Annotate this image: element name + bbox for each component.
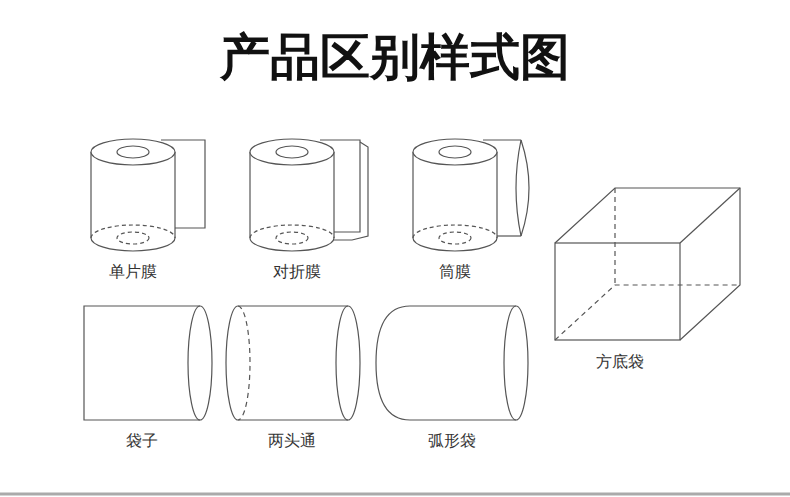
product-label: 两头通 bbox=[268, 431, 316, 452]
roll-stroke bbox=[334, 142, 368, 240]
roll-stroke bbox=[333, 152, 334, 238]
roll-stroke bbox=[91, 139, 175, 165]
roll-stroke bbox=[91, 238, 175, 251]
roll-stroke bbox=[276, 232, 308, 244]
roll-stroke bbox=[250, 225, 334, 238]
roll-stroke bbox=[250, 139, 334, 165]
roll-stroke bbox=[439, 146, 471, 158]
product-label: 袋子 bbox=[126, 431, 158, 452]
square-bottom-bag bbox=[555, 188, 740, 340]
page-title: 产品区别样式图 bbox=[220, 24, 570, 91]
roll-stroke bbox=[174, 152, 175, 238]
product-label: 方底袋 bbox=[596, 352, 644, 373]
curved-bag bbox=[376, 306, 528, 420]
product-label: 单片膜 bbox=[109, 262, 157, 283]
roll-stroke bbox=[413, 152, 497, 251]
roll-stroke bbox=[413, 238, 497, 251]
roll-stroke bbox=[483, 139, 521, 140]
roll-figures bbox=[91, 139, 529, 251]
roll-stroke bbox=[117, 146, 149, 158]
roll-stroke bbox=[250, 238, 334, 251]
product-label: 筒膜 bbox=[439, 262, 471, 283]
flat-bag bbox=[84, 306, 212, 420]
roll-stroke bbox=[497, 235, 521, 236]
bottom-rule bbox=[0, 493, 790, 496]
roll-stroke bbox=[249, 152, 250, 238]
roll-stroke bbox=[276, 146, 308, 158]
product-label: 弧形袋 bbox=[428, 431, 476, 452]
roll-stroke bbox=[250, 152, 334, 251]
roll-stroke bbox=[413, 225, 497, 238]
roll-stroke bbox=[413, 139, 497, 165]
roll-stroke bbox=[516, 140, 521, 236]
roll-stroke bbox=[91, 152, 175, 251]
roll-stroke bbox=[90, 152, 91, 238]
roll-stroke bbox=[439, 232, 471, 244]
roll-stroke bbox=[521, 140, 529, 236]
roll-stroke bbox=[117, 232, 149, 244]
product-label: 对折膜 bbox=[273, 262, 321, 283]
roll-stroke bbox=[91, 225, 175, 238]
roll-stroke bbox=[412, 152, 413, 238]
roll-stroke bbox=[496, 152, 497, 238]
open-tube bbox=[226, 306, 360, 420]
